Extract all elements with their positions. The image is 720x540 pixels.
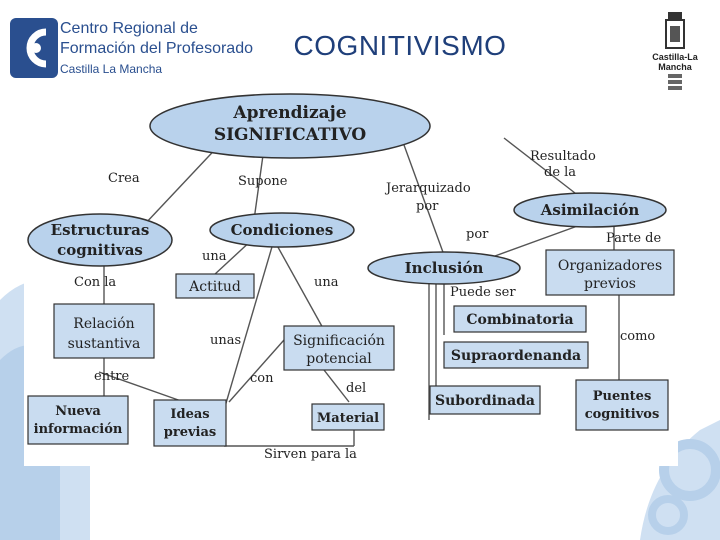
node-material: Material <box>311 403 385 431</box>
link-una-actitud: una <box>202 249 227 264</box>
node-relacion-sustantiva: Relación sustantiva <box>53 303 155 359</box>
link-jerarquizado-line2: por <box>416 199 439 214</box>
crest-label: Castilla-La Mancha <box>652 52 698 72</box>
node-supraordenanda-label: Supraordenanda <box>451 348 581 364</box>
node-aprendizaje-significativo: Aprendizaje SIGNIFICATIVO <box>149 93 431 159</box>
node-condiciones: Condiciones <box>209 212 355 248</box>
node-significacion-line1: Significación <box>293 333 385 349</box>
node-estructuras-line1: Estructuras <box>51 221 150 239</box>
node-ideas-previas: Ideas previas <box>153 399 227 447</box>
link-con: con <box>250 371 274 386</box>
node-actitud: Actitud <box>175 273 255 299</box>
link-parte-de: Parte de <box>606 231 661 246</box>
node-nueva-line1: Nueva <box>55 404 101 419</box>
node-organizadores-line1: Organizadores <box>558 258 662 274</box>
logo-text-line1: Centro Regional de <box>60 20 198 37</box>
node-condiciones-label: Condiciones <box>231 221 334 239</box>
link-entre: entre <box>94 369 130 384</box>
node-ideas-line1: Ideas <box>170 407 209 422</box>
node-nueva-informacion: Nueva información <box>27 395 129 445</box>
logo-text-line2: Formación del Profesorado <box>60 40 253 57</box>
node-puentes-line1: Puentes <box>593 389 652 404</box>
link-unas: unas <box>210 333 241 348</box>
node-combinatoria-label: Combinatoria <box>466 312 573 328</box>
node-puentes-line2: cognitivos <box>585 407 660 422</box>
node-significacion-potencial: Significación potencial <box>283 325 395 371</box>
node-combinatoria: Combinatoria <box>453 305 587 333</box>
link-sirven-para-la: Sirven para la <box>264 447 357 462</box>
crfp-logo-icon <box>10 18 58 78</box>
node-supraordenanda: Supraordenanda <box>443 341 589 369</box>
node-estructuras-line2: cognitivas <box>57 241 143 259</box>
link-una-significacion: una <box>314 275 339 290</box>
link-con-la: Con la <box>74 275 116 290</box>
link-crea: Crea <box>108 171 140 186</box>
node-nueva-line2: información <box>34 422 123 437</box>
node-asimilacion-label: Asimilación <box>540 201 640 219</box>
node-ideas-line2: previas <box>164 425 216 440</box>
node-aprendizaje-line1: Aprendizaje <box>232 103 346 123</box>
link-jerarquizado-line1: Jerarquizado <box>384 181 471 196</box>
link-del: del <box>346 381 366 396</box>
node-organizadores-previos: Organizadores previos <box>545 249 675 296</box>
link-por: por <box>466 227 489 242</box>
connector-lines <box>98 137 620 447</box>
link-supone: Supone <box>238 174 288 189</box>
node-subordinada: Subordinada <box>429 385 541 415</box>
concept-map: Aprendizaje SIGNIFICATIVO Estructuras co… <box>24 90 678 466</box>
node-subordinada-label: Subordinada <box>435 393 535 409</box>
crfp-logo: Centro Regional de Formación del Profeso… <box>10 14 253 82</box>
link-labels: Crea Supone Resultado de la Jerarquizado… <box>74 149 661 462</box>
node-inclusion: Inclusión <box>367 251 521 285</box>
link-resultado-line2: de la <box>544 165 576 180</box>
link-puede-ser: Puede ser <box>450 285 516 300</box>
node-organizadores-line2: previos <box>584 276 636 292</box>
node-relacion-line2: sustantiva <box>68 336 141 352</box>
node-aprendizaje-line2: SIGNIFICATIVO <box>214 125 367 145</box>
node-relacion-line1: Relación <box>73 316 134 332</box>
node-puentes-cognitivos: Puentes cognitivos <box>575 379 669 431</box>
node-inclusion-label: Inclusión <box>405 259 484 277</box>
logo-text-line3: Castilla La Mancha <box>60 62 163 76</box>
slide-title: COGNITIVISMO <box>293 30 507 61</box>
link-resultado-line1: Resultado <box>530 149 596 164</box>
node-asimilacion: Asimilación <box>513 192 667 228</box>
node-significacion-line2: potencial <box>306 351 372 367</box>
node-material-label: Material <box>317 411 379 426</box>
node-actitud-label: Actitud <box>188 279 241 295</box>
link-como: como <box>620 329 655 344</box>
node-estructuras-cognitivas: Estructuras cognitivas <box>27 213 173 267</box>
castilla-la-mancha-crest-icon <box>665 12 685 90</box>
